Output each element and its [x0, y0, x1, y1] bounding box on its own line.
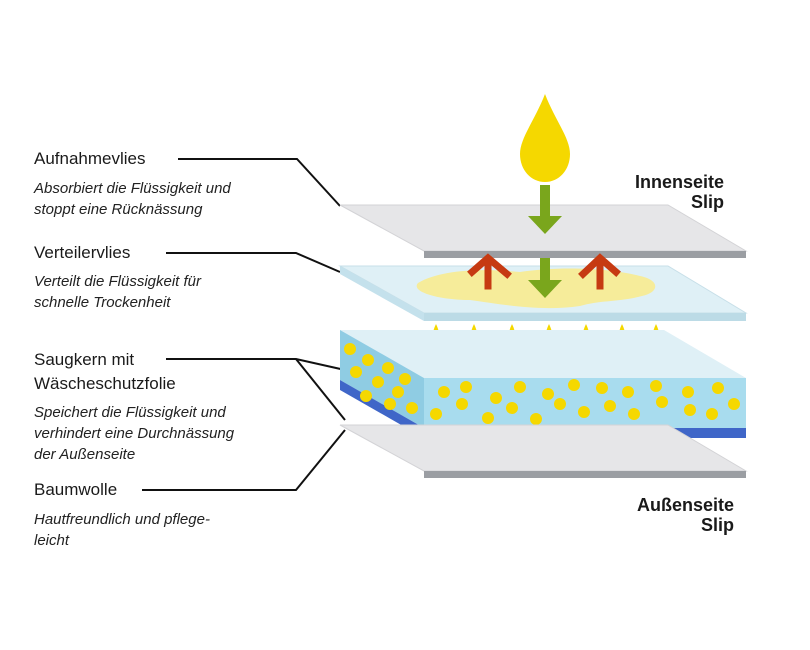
bead-16 — [568, 379, 580, 391]
bead-7 — [392, 386, 404, 398]
bead-3 — [382, 362, 394, 374]
bead-14 — [514, 381, 526, 393]
bead-19 — [650, 380, 662, 392]
leader-line-saugkern — [166, 358, 346, 371]
liquid-drop-icon — [520, 94, 570, 182]
layer-title-saugkern: Saugkern mit Wäscheschutzfolie — [34, 350, 176, 393]
down-arrow-top-icon — [540, 185, 550, 219]
bead-13 — [490, 392, 502, 404]
bead-26 — [506, 402, 518, 414]
leader-line-verteilervlies — [166, 252, 341, 273]
layer-description-saugkern: Speichert die Flüssigkeit und verhindert… — [34, 404, 235, 463]
absorbent-core — [340, 330, 746, 438]
bead-33 — [684, 404, 696, 416]
layer-description-aufnahmevlies: Absorbiert die Flüssigkeit und stoppt ei… — [34, 180, 231, 218]
bead-29 — [578, 406, 590, 418]
bead-18 — [622, 386, 634, 398]
inner-side-label: Innenseite Slip — [600, 172, 724, 212]
bead-25 — [482, 412, 494, 424]
layer-description-baumwolle: Hautfreundlich und pflege- leicht — [34, 511, 210, 549]
bead-17 — [596, 382, 608, 394]
spread-arrow-left-icon — [467, 253, 512, 290]
leader-line-baumwolle — [142, 429, 346, 491]
layer-title-baumwolle: Baumwolle — [34, 480, 118, 499]
leader-line-aufnahmevlies — [178, 158, 341, 207]
bead-30 — [604, 400, 616, 412]
bead-22 — [728, 398, 740, 410]
bead-31 — [628, 408, 640, 420]
bead-15 — [542, 388, 554, 400]
bead-20 — [682, 386, 694, 398]
bead-5 — [350, 366, 362, 378]
bead-23 — [430, 408, 442, 420]
absorbent-beads — [344, 343, 740, 425]
bead-4 — [399, 373, 411, 385]
inner-side-line2: Slip — [690, 192, 724, 212]
layer-description-verteilervlies: Verteilt die Flüssigkeit für schnelle Tr… — [34, 273, 202, 311]
down-arrow-top-head — [528, 216, 562, 234]
bead-34 — [706, 408, 718, 420]
down-arrow-mid-icon — [540, 258, 550, 282]
down-arrow-mid-head — [528, 280, 562, 298]
bead-24 — [456, 398, 468, 410]
bead-28 — [554, 398, 566, 410]
layer-title-verteilervlies: Verteilervlies — [34, 243, 131, 262]
bead-9 — [360, 390, 372, 402]
bead-2 — [362, 354, 374, 366]
bead-6 — [372, 376, 384, 388]
bead-11 — [438, 386, 450, 398]
bead-10 — [384, 398, 396, 410]
bead-32 — [656, 396, 668, 408]
bead-12 — [460, 381, 472, 393]
leader-line-saugkern-2 — [295, 358, 346, 421]
sheet-baumwolle — [339, 424, 748, 478]
bead-27 — [530, 413, 542, 425]
bead-8 — [406, 402, 418, 414]
outer-side-line2: Slip — [700, 515, 734, 535]
inner-side-line1: Innenseite — [634, 172, 724, 192]
outer-side-line1: Außenseite — [636, 495, 734, 515]
bead-21 — [712, 382, 724, 394]
spread-arrow-right-icon — [578, 253, 621, 290]
bead-1 — [344, 343, 356, 355]
outer-side-label: Außenseite Slip — [600, 495, 734, 535]
layer-title-aufnahmevlies: Aufnahmevlies — [34, 149, 146, 168]
